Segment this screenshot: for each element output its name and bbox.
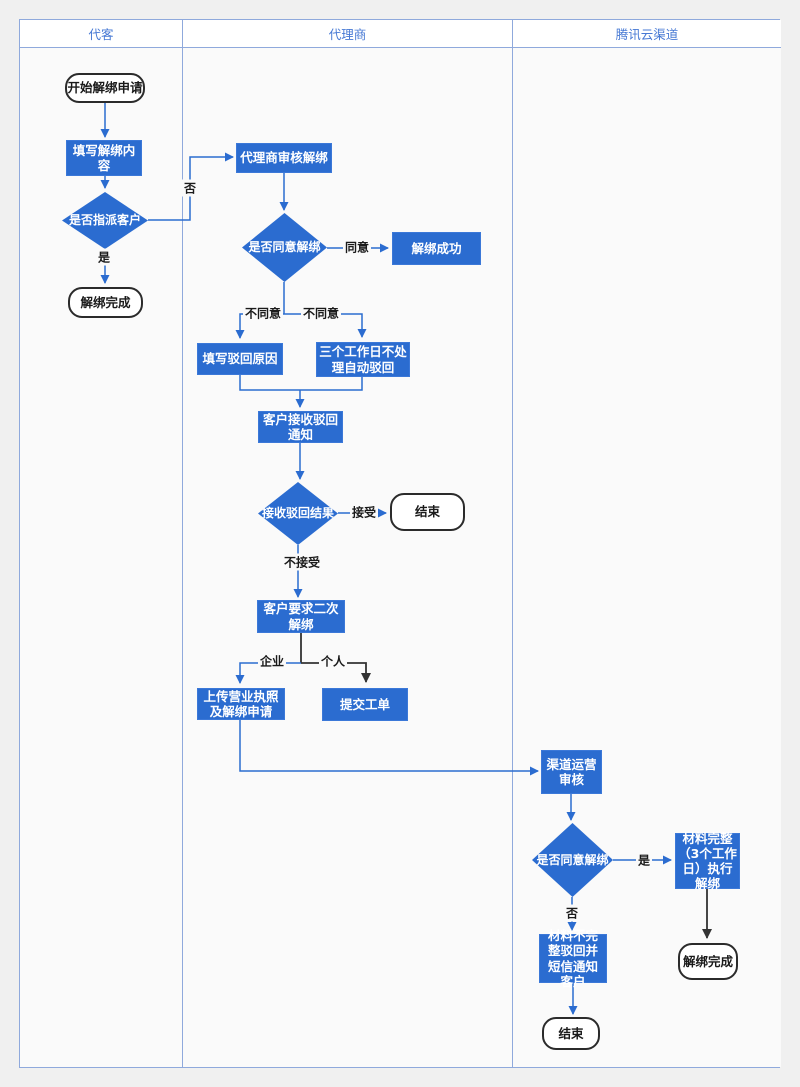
node-upload-license: 上传营业执照及解绑申请 <box>197 688 285 720</box>
edge-label-disagree-right: 不同意 <box>300 304 342 322</box>
edge-label-enterprise: 企业 <box>257 652 287 670</box>
lane-body-channel <box>512 48 781 1067</box>
lane-header-agent: 代理商 <box>182 20 512 48</box>
edge-label-accept: 接受 <box>349 503 379 521</box>
edge-label-yes-channel: 是 <box>635 851 653 869</box>
lane-header-channel-label: 腾讯云渠道 <box>615 27 679 42</box>
node-auto-reject: 三个工作日不处理自动驳回 <box>316 342 410 377</box>
node-unbind-success: 解绑成功 <box>392 232 481 265</box>
node-agent-review: 代理商审核解绑 <box>236 143 332 173</box>
node-material-incomplete: 材料不完整驳回并短信通知客户 <box>539 928 607 989</box>
lane-header-customer: 代客 <box>20 20 182 48</box>
lane-header-agent-label: 代理商 <box>328 27 367 42</box>
node-submit-ticket: 提交工单 <box>322 688 408 721</box>
edge-label-personal: 个人 <box>318 652 348 670</box>
edge-label-no-channel: 否 <box>563 904 581 922</box>
node-fill-reject-reason: 填写驳回原因 <box>197 343 283 375</box>
edge-label-disagree-left: 不同意 <box>242 304 284 322</box>
node-channel-review: 渠道运营审核 <box>541 750 602 794</box>
lane-header-channel: 腾讯云渠道 <box>512 20 781 48</box>
edge-label-no-assign: 否 <box>181 179 199 197</box>
node-unbind-complete-customer: 解绑完成 <box>68 287 143 318</box>
edge-label-agree: 同意 <box>342 238 372 256</box>
lane-body-agent <box>182 48 512 1067</box>
edge-label-not-accept: 不接受 <box>281 553 323 571</box>
node-start-terminator: 开始解绑申请 <box>65 73 145 103</box>
node-second-unbind: 客户要求二次解绑 <box>257 600 345 633</box>
node-unbind-complete-channel: 解绑完成 <box>678 943 738 980</box>
edge-label-yes-assign: 是 <box>95 248 113 266</box>
swimlane-pool: 代客 代理商 腾讯云渠道 <box>19 19 781 1068</box>
node-fill-unbind-content: 填写解绑内容 <box>66 140 142 176</box>
lane-header-customer-label: 代客 <box>88 27 114 42</box>
node-end-channel: 结束 <box>542 1017 600 1050</box>
node-receive-reject-notice: 客户接收驳回通知 <box>258 411 343 443</box>
node-end-agent: 结束 <box>390 493 465 531</box>
node-material-complete: 材料完整（3个工作日）执行解绑 <box>675 831 740 891</box>
